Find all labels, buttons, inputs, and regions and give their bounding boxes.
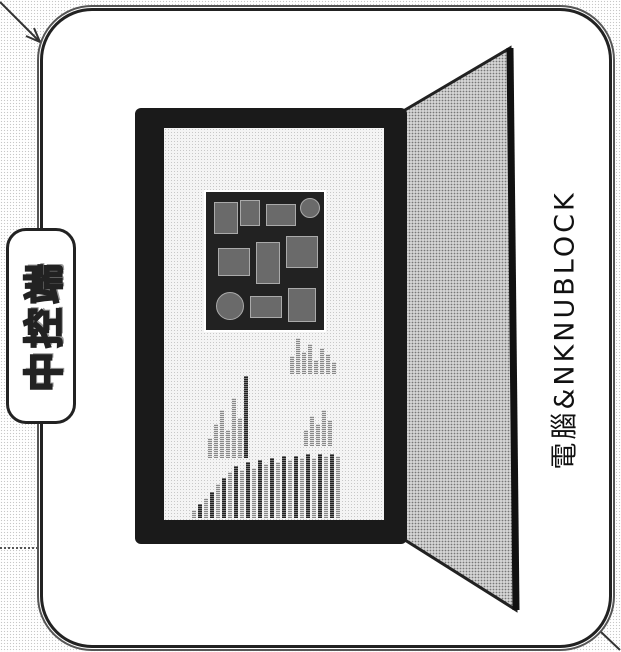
bar-cluster-upper <box>290 338 336 374</box>
device-caption: 電腦&NKNUBLOCK <box>549 190 581 470</box>
control-end-label: 中控端 <box>6 228 76 424</box>
control-end-text: 中控端 <box>21 259 69 393</box>
board-photo <box>204 190 326 332</box>
laptop-screen <box>164 128 384 520</box>
bar-cluster-left <box>208 376 248 458</box>
bar-row-bottom <box>192 454 340 518</box>
bar-cluster-right <box>304 410 332 446</box>
